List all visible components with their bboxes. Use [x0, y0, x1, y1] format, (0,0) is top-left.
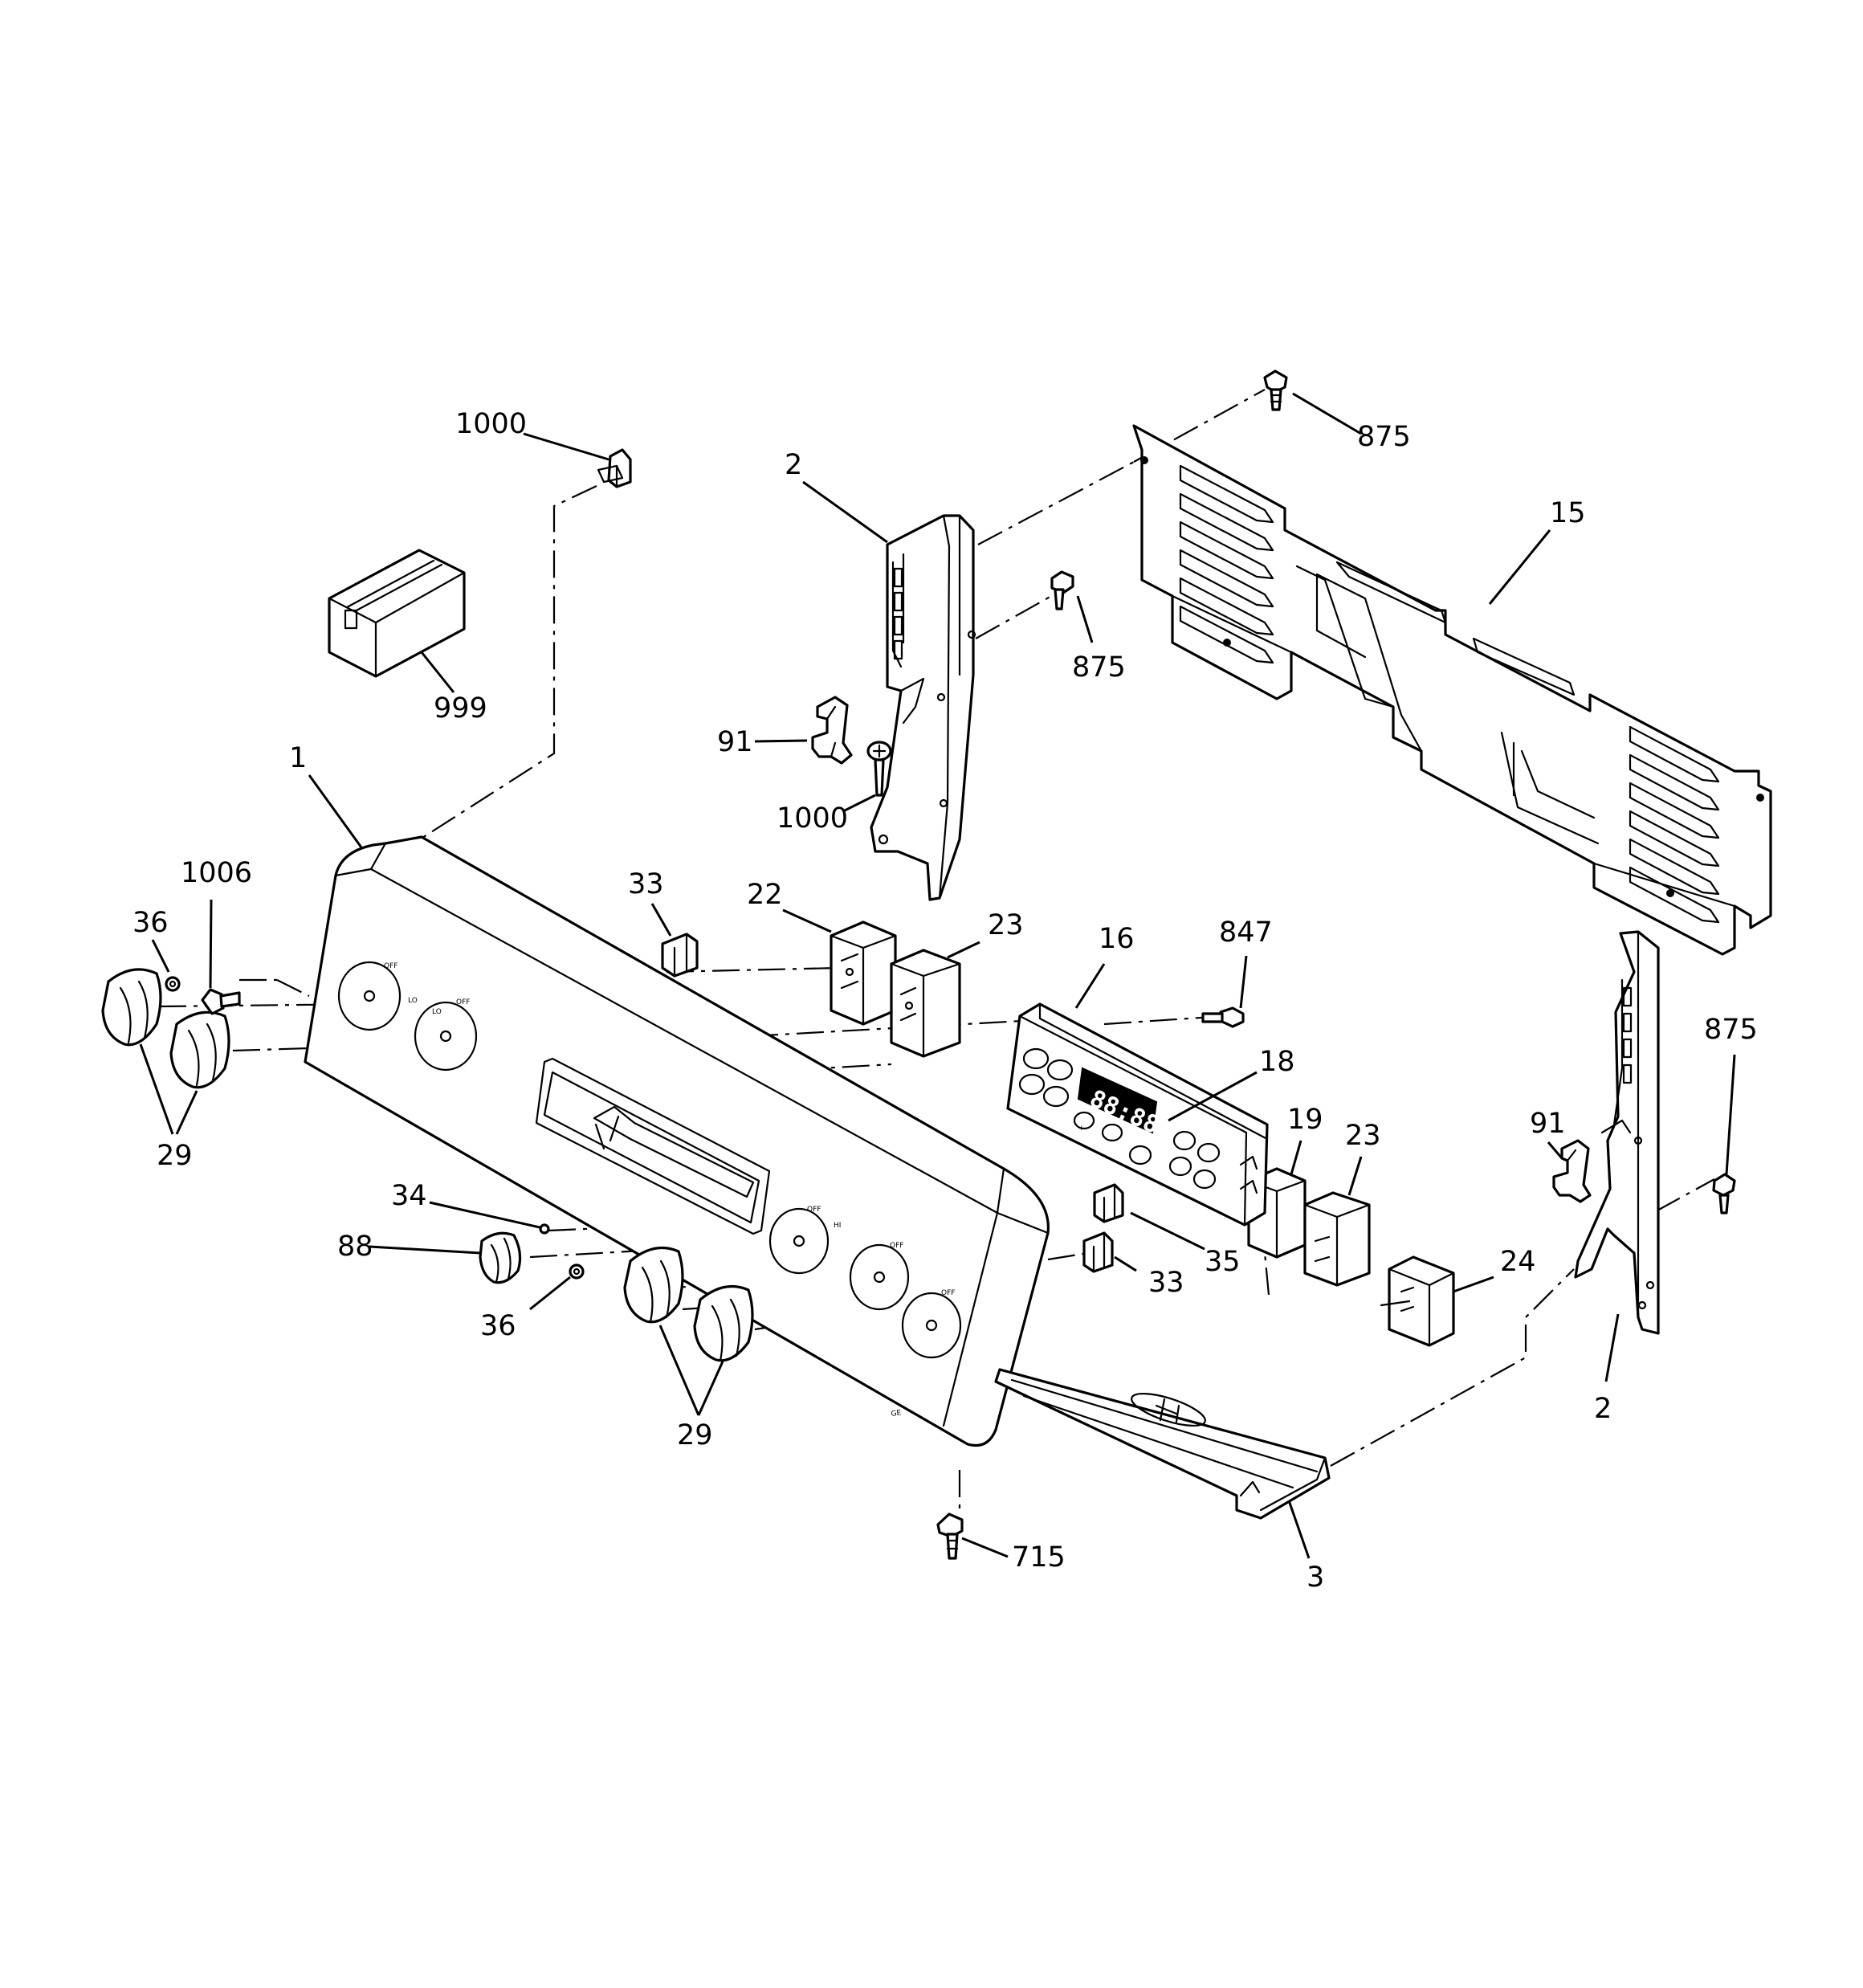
dial-mark-off-2: OFF	[456, 998, 470, 1006]
callout-24: 24	[1500, 1246, 1536, 1278]
parts-box-999	[328, 549, 466, 678]
switch-22	[830, 921, 897, 1026]
callout-1000-top: 1000	[455, 408, 527, 440]
callout-88: 88	[337, 1231, 373, 1263]
screw-1000-top	[597, 448, 632, 488]
side-bracket-2-left	[870, 514, 976, 901]
pin-34	[539, 1223, 550, 1235]
callout-23-upper: 23	[988, 909, 1024, 941]
louver-slots-left	[1179, 464, 1274, 664]
screw-715	[936, 1512, 964, 1560]
callout-1000-bracket: 1000	[777, 802, 848, 835]
callout-715: 715	[1012, 1541, 1066, 1574]
screw-875-mid	[1050, 570, 1074, 610]
knob-29-lower-left	[169, 1010, 230, 1089]
callout-1: 1	[289, 742, 307, 774]
screw-1000-bracket	[866, 741, 892, 797]
callout-34: 34	[391, 1180, 427, 1212]
callout-875-top: 875	[1357, 421, 1411, 453]
callout-36-left: 36	[132, 907, 169, 939]
callout-1006: 1006	[181, 857, 252, 889]
screw-875-right	[1712, 1173, 1736, 1214]
panel-dial-markings: OFF OFF OFF OFF OFF LO LO HI	[337, 961, 962, 1359]
control-panel-1: GE	[304, 835, 1050, 1447]
callout-2-right: 2	[1594, 1393, 1612, 1425]
dial-mark-lo-2: LO	[432, 1008, 442, 1016]
callout-33-lower: 33	[1148, 1267, 1184, 1299]
leader-lines	[139, 392, 1736, 1559]
trim-strip-3	[994, 1368, 1331, 1520]
keypad-buttons	[1018, 1047, 1221, 1190]
spring-36-left	[165, 976, 181, 992]
display-window	[1077, 1067, 1158, 1134]
callout-16: 16	[1099, 923, 1135, 955]
dial-mark-off-4: OFF	[890, 1242, 903, 1250]
dial-mark-lo-1: LO	[408, 997, 418, 1005]
callout-35: 35	[1205, 1246, 1241, 1278]
side-bracket-2-right	[1574, 930, 1660, 1335]
callout-18: 18	[1259, 1046, 1295, 1078]
knob-29-upper-left	[101, 968, 162, 1047]
switch-23-lower	[1303, 1191, 1371, 1287]
callout-36-lower: 36	[480, 1310, 516, 1342]
screw-875-top	[1263, 369, 1288, 411]
callout-labels: 1000 2 875 15 875 999 91 1000 1 1006 36 …	[132, 408, 1758, 1594]
callout-847: 847	[1219, 916, 1273, 949]
callout-22: 22	[747, 879, 783, 911]
switch-35	[1093, 1183, 1124, 1223]
spring-36-lower	[569, 1263, 585, 1280]
dial-mark-off-5: OFF	[941, 1289, 955, 1297]
knob-29-lower-middle	[623, 1246, 684, 1324]
louver-slots-right	[1629, 725, 1720, 924]
switch-24	[1380, 1255, 1455, 1347]
callout-33-top: 33	[628, 868, 664, 900]
callout-29-lower: 29	[677, 1419, 713, 1451]
callout-19: 19	[1287, 1104, 1323, 1136]
mounting-clip-91-left	[811, 696, 853, 765]
callout-91-left: 91	[717, 726, 753, 758]
callout-3: 3	[1307, 1561, 1324, 1594]
svg-text:GE: GE	[891, 1409, 902, 1419]
key-minus: −	[1107, 1137, 1114, 1145]
dial-mark-off-3: OFF	[807, 1206, 821, 1214]
knob-29-lower-right	[693, 1284, 754, 1362]
switch-33-lower	[1082, 1231, 1114, 1273]
mounting-clip-91-right	[1552, 1139, 1592, 1203]
switch-23-upper	[890, 949, 961, 1058]
switch-33-top	[661, 933, 699, 978]
screw-847	[1201, 1006, 1245, 1028]
callout-875-mid: 875	[1072, 651, 1126, 684]
callout-91-right: 91	[1530, 1108, 1566, 1140]
callout-2-left: 2	[785, 449, 802, 481]
callout-875-right: 875	[1704, 1014, 1758, 1046]
callout-15: 15	[1550, 497, 1586, 529]
dial-mark-off-1: OFF	[384, 962, 397, 970]
rear-panel-15	[1132, 424, 1772, 956]
callout-999: 999	[434, 692, 487, 725]
screw-1006	[201, 988, 241, 1015]
dial-mark-hi-1: HI	[834, 1222, 841, 1230]
electronic-control-16: 88:88 + −	[1006, 1002, 1269, 1227]
knob-88	[479, 1231, 522, 1284]
key-plus: +	[1078, 1125, 1085, 1133]
callout-29-left: 29	[157, 1140, 193, 1172]
callout-23-lower: 23	[1345, 1120, 1381, 1152]
